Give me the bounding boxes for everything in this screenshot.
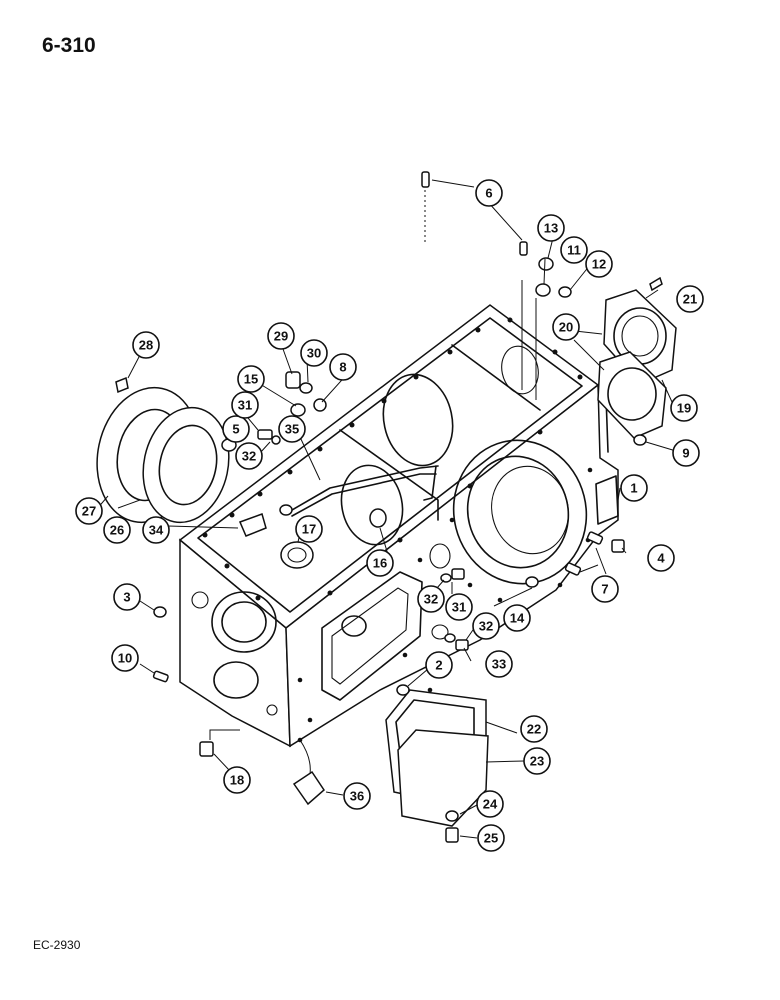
svg-text:31: 31 <box>238 398 252 413</box>
callout-8: 8 <box>329 353 357 381</box>
callout-12: 12 <box>585 250 613 278</box>
svg-text:12: 12 <box>592 257 606 272</box>
svg-text:35: 35 <box>285 422 299 437</box>
callout-25: 25 <box>477 824 505 852</box>
callout-16: 16 <box>366 549 394 577</box>
svg-text:10: 10 <box>118 651 132 666</box>
svg-text:4: 4 <box>657 551 665 566</box>
callout-11: 11 <box>560 236 588 264</box>
svg-text:26: 26 <box>110 523 124 538</box>
svg-text:14: 14 <box>510 611 525 626</box>
callout-36: 36 <box>343 782 371 810</box>
svg-text:27: 27 <box>82 504 96 519</box>
callout-14: 14 <box>503 604 531 632</box>
svg-text:22: 22 <box>527 722 541 737</box>
svg-text:21: 21 <box>683 292 697 307</box>
callout-27: 27 <box>75 497 103 525</box>
svg-text:33: 33 <box>492 657 506 672</box>
callout-20: 20 <box>552 313 580 341</box>
svg-text:18: 18 <box>230 773 244 788</box>
svg-text:30: 30 <box>307 346 321 361</box>
lower-cover <box>385 689 489 827</box>
svg-text:11: 11 <box>567 243 581 258</box>
svg-text:19: 19 <box>677 401 691 416</box>
figure-code: EC-2930 <box>33 938 81 952</box>
svg-text:2: 2 <box>435 658 442 673</box>
oil-tube <box>291 465 439 517</box>
svg-text:7: 7 <box>601 582 608 597</box>
callout-7: 7 <box>591 575 619 603</box>
svg-text:32: 32 <box>242 449 256 464</box>
svg-text:20: 20 <box>559 320 573 335</box>
svg-text:23: 23 <box>530 754 544 769</box>
svg-text:28: 28 <box>139 338 153 353</box>
callout-21: 21 <box>676 285 704 313</box>
svg-text:32: 32 <box>479 619 493 634</box>
callout-34: 34 <box>142 516 170 544</box>
pto-cover <box>597 289 677 439</box>
callout-28: 28 <box>132 331 160 359</box>
callout-2: 2 <box>425 651 453 679</box>
svg-text:24: 24 <box>483 797 498 812</box>
svg-text:36: 36 <box>350 789 364 804</box>
callout-31b: 31 <box>445 593 473 621</box>
svg-text:13: 13 <box>544 221 558 236</box>
svg-text:5: 5 <box>232 422 239 437</box>
callout-15: 15 <box>237 365 265 393</box>
svg-text:15: 15 <box>244 372 258 387</box>
small-parts <box>115 171 663 843</box>
callout-30: 30 <box>300 339 328 367</box>
callout-32c: 32 <box>472 612 500 640</box>
callout-29: 29 <box>267 322 295 350</box>
callout-35: 35 <box>278 415 306 443</box>
svg-text:9: 9 <box>682 446 689 461</box>
svg-text:1: 1 <box>630 481 637 496</box>
callout-13: 13 <box>537 214 565 242</box>
callout-3: 3 <box>113 583 141 611</box>
callout-18: 18 <box>223 766 251 794</box>
svg-text:29: 29 <box>274 329 288 344</box>
svg-text:3: 3 <box>123 590 130 605</box>
callout-23: 23 <box>523 747 551 775</box>
svg-text:6: 6 <box>485 186 492 201</box>
callout-5: 5 <box>222 415 250 443</box>
page-number: 6-310 <box>42 34 96 57</box>
callout-19: 19 <box>670 394 698 422</box>
callout-9: 9 <box>672 439 700 467</box>
callout-4: 4 <box>647 544 675 572</box>
svg-text:32: 32 <box>424 592 438 607</box>
svg-text:25: 25 <box>484 831 498 846</box>
callout-24: 24 <box>476 790 504 818</box>
callout-1: 1 <box>620 474 648 502</box>
callout-32a: 32 <box>235 442 263 470</box>
callout-31a: 31 <box>231 391 259 419</box>
callout-6: 6 <box>475 179 503 207</box>
left-cover-plate <box>96 386 230 524</box>
callout-10: 10 <box>111 644 139 672</box>
svg-text:31: 31 <box>452 600 466 615</box>
svg-text:17: 17 <box>302 522 316 537</box>
svg-text:16: 16 <box>373 556 387 571</box>
svg-text:8: 8 <box>339 360 346 375</box>
callout-22: 22 <box>520 715 548 743</box>
callout-33: 33 <box>485 650 513 678</box>
callout-32b: 32 <box>417 585 445 613</box>
callout-17: 17 <box>295 515 323 543</box>
callout-26: 26 <box>103 516 131 544</box>
svg-text:34: 34 <box>149 523 164 538</box>
